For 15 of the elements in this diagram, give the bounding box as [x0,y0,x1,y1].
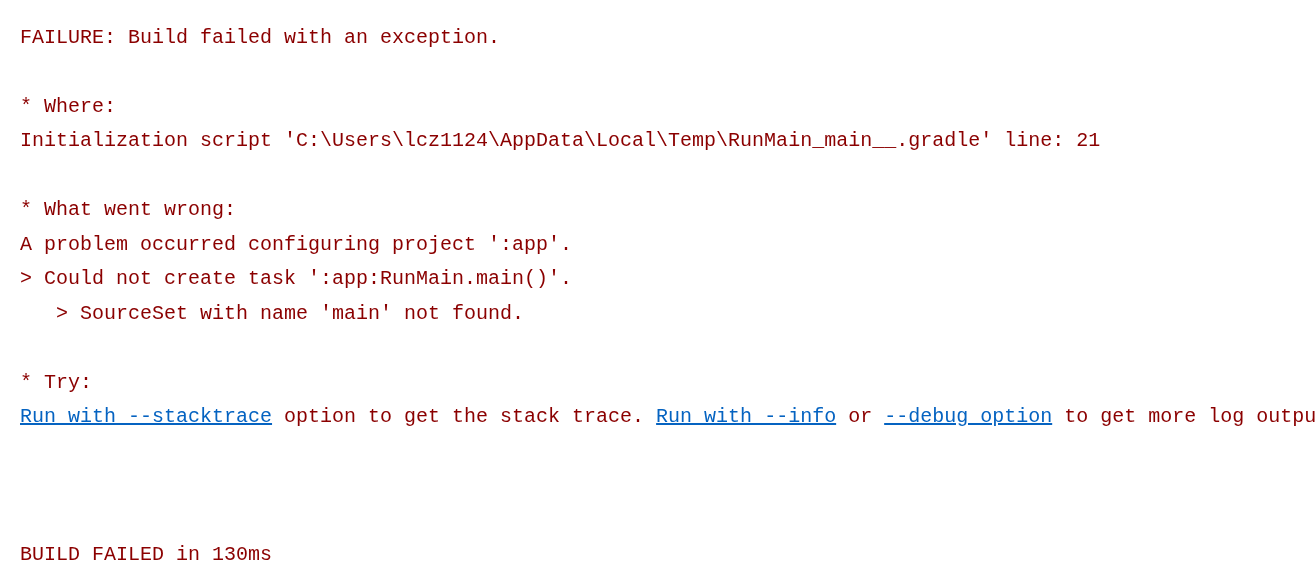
console-text: * What went wrong: [20,198,237,222]
console-link: Run with --stacktrace [20,405,273,429]
console-text: or [848,405,873,429]
console-text: A problem occurred configuring project ':app'. [20,233,573,257]
console-text: > Could not create task ':app:RunMain.main()'. [20,267,573,291]
console-link: --debug option [884,405,1053,429]
console-text: * Try: [20,371,92,395]
console-text: FAILURE: Build failed with an exception. [20,26,501,50]
console-text: * Where: [20,95,116,119]
console-text: option to get the stack trace. [284,405,645,429]
console-text: BUILD FAILED in 130ms [20,543,273,567]
console-link: Run with --info [656,405,837,429]
console-text: > SourceSet with name 'main' not found. [56,302,525,326]
console-text: Initialization script 'C:\Users\lcz1124\AppData\Local\Temp\RunMain_main__.gradle' line: 21 [20,129,1101,153]
console-text: to get more log outpu [1064,405,1315,429]
